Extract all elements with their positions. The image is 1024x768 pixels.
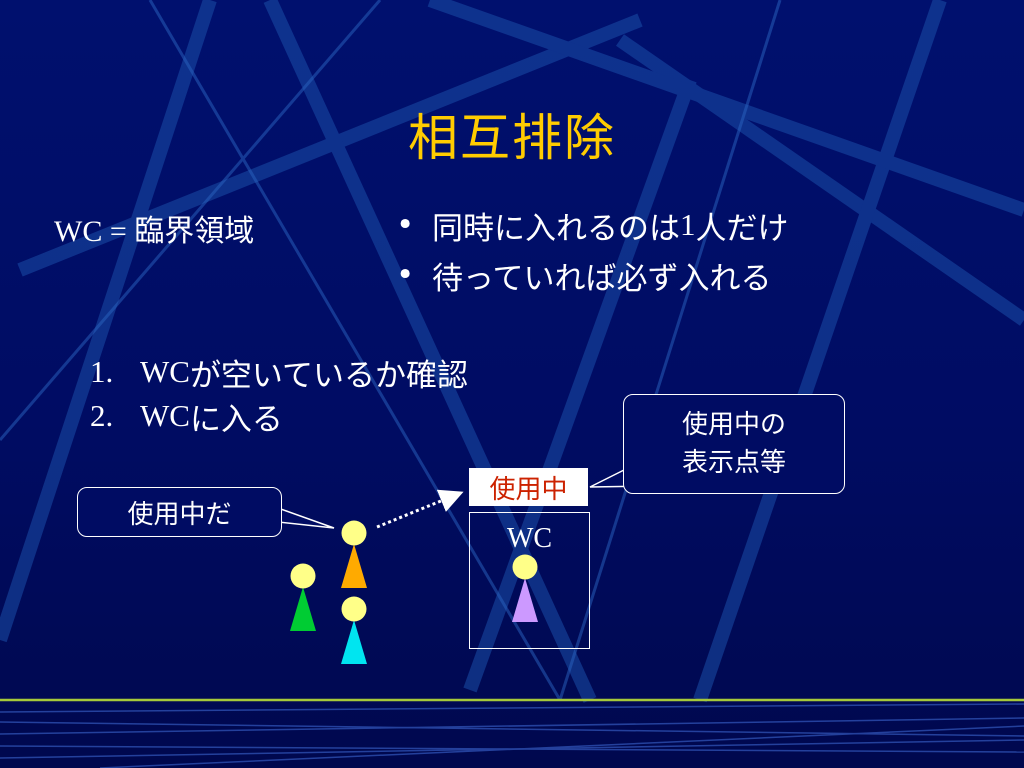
bullet-icon: • [396, 257, 415, 293]
person-head [290, 563, 316, 589]
step-wc: WC [140, 354, 190, 389]
sign-note-line1: 使用中の [681, 410, 786, 440]
person-note-text: 使用中だ [127, 499, 232, 530]
slide-title: 相互排除 [408, 109, 616, 167]
wc-room: WC [469, 512, 590, 649]
property-text-b: 人だけ [695, 210, 789, 247]
bullet-icon: • [396, 207, 415, 243]
person-waiting-cyan [341, 596, 367, 664]
wc-term: WC [54, 215, 103, 248]
wc-room-label: WC [506, 523, 553, 554]
person-body [341, 544, 367, 588]
person-body [290, 587, 316, 631]
person-head [341, 596, 367, 622]
sign-note-callout: 使用中の 表示点等 [623, 394, 845, 494]
step-text: が空いているか確認 [189, 357, 469, 394]
property-number: 1 [680, 207, 696, 242]
property-text-a: 待っていれば必ず入れる [432, 260, 772, 297]
callout-tail-left [277, 506, 335, 529]
critical-section-term: 臨界領域 [134, 214, 255, 249]
person-inside-wc [512, 554, 538, 622]
property-text-a: 同時に入れるのは [432, 210, 680, 247]
step-number: 1. [90, 354, 114, 389]
person-note-callout: 使用中だ [77, 487, 282, 537]
step-text: に入る [189, 401, 283, 438]
person-body [512, 578, 538, 622]
dotted-arrow [376, 489, 464, 529]
sign-note-line2: 表示点等 [681, 448, 786, 478]
step-wc: WC [140, 398, 190, 433]
wc-definition: WC = 臨界領域 [54, 206, 254, 250]
person-waiting-green [290, 563, 316, 631]
in-use-sign: 使用中 [469, 468, 588, 506]
person-head [512, 554, 538, 580]
equals-sign: = [102, 215, 135, 248]
person-body [341, 620, 367, 664]
person-first-in-line [341, 520, 367, 588]
property-item: • 待っていれば必ず入れる [396, 250, 789, 300]
person-head [341, 520, 367, 546]
step-number: 2. [90, 398, 114, 433]
